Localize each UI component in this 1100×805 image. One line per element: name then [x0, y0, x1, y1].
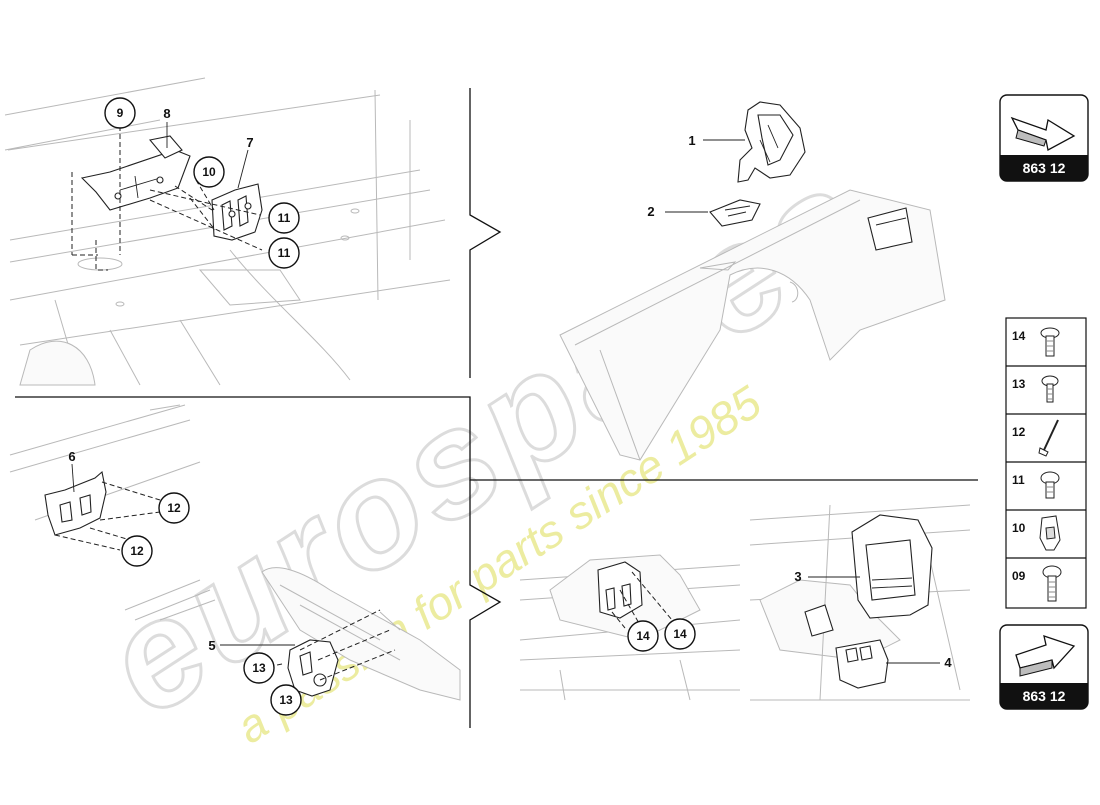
arrow-forward-icon: [1015, 635, 1076, 677]
callout-4-label: 4: [944, 655, 952, 670]
callout-7-label: 7: [246, 135, 253, 150]
callout-14b: 14: [664, 618, 696, 650]
legend-row-11: 11: [1012, 471, 1060, 499]
callout-11b-label: 11: [278, 246, 291, 260]
legend-number: 10: [1012, 521, 1026, 535]
callout-13b: 13: [270, 684, 302, 716]
legend-number: 14: [1012, 329, 1026, 343]
watermark: eurospares a passion for parts since 198…: [74, 131, 897, 753]
callout-5-label: 5: [208, 638, 215, 653]
bolt-icon: [1042, 565, 1062, 602]
watermark-brand: eurospares: [76, 133, 896, 747]
part-5-latch: [287, 639, 339, 697]
legend-row-14: 14: [1012, 327, 1060, 357]
panel-top-right: 1 2: [559, 101, 946, 461]
callout-14a: 14: [627, 620, 659, 652]
callout-12b-label: 12: [130, 544, 144, 558]
callout-10: 10: [193, 156, 225, 188]
screw-icon: [1041, 375, 1059, 403]
callout-11b: 11: [268, 237, 300, 269]
callout-1-label: 1: [688, 133, 695, 148]
panel-top-left: 9 8 7 10 11 11: [4, 77, 451, 386]
callout-10-label: 10: [202, 165, 216, 179]
legend-number: 09: [1012, 569, 1026, 583]
callout-6-label: 6: [68, 449, 75, 464]
nav-prev-badge[interactable]: 863 12: [999, 94, 1089, 182]
legend-row-10: 10: [1012, 515, 1061, 551]
panel-dividers: [15, 88, 978, 728]
part-2-grille: [709, 199, 761, 227]
callout-12a: 12: [158, 492, 190, 524]
callout-9: 9: [104, 97, 136, 129]
part-4-grille: [835, 639, 889, 689]
part-1-duct: [737, 101, 806, 183]
callout-13a-label: 13: [252, 661, 266, 675]
legend-row-13: 13: [1012, 375, 1059, 403]
callout-3-label: 3: [794, 569, 801, 584]
fastener-legend: 14 13 12 11: [1005, 317, 1087, 609]
panel-mid-left: 6 12 12: [9, 404, 201, 567]
clip-nut-icon: [1039, 515, 1061, 551]
callout-9-label: 9: [117, 106, 124, 120]
part-7-latch: [211, 183, 263, 241]
legend-number: 13: [1012, 377, 1026, 391]
part-3-duct: [851, 514, 933, 619]
callout-12a-label: 12: [167, 501, 181, 515]
screw-flanged-icon: [1040, 327, 1060, 357]
callout-13a: 13: [243, 652, 275, 684]
arrow-back-icon: [1010, 116, 1076, 151]
callout-13b-label: 13: [279, 693, 293, 707]
nav-next-badge[interactable]: 863 12: [999, 624, 1089, 710]
part-8-bracket: [80, 135, 191, 211]
callout-14a-label: 14: [636, 629, 650, 643]
callout-11a-label: 11: [278, 211, 291, 225]
legend-number: 12: [1012, 425, 1026, 439]
nav-prev-code: 863 12: [1023, 160, 1066, 176]
bolt-flanged-icon: [1040, 471, 1060, 499]
legend-row-12: 12: [1012, 419, 1059, 457]
panel-bottom-right: 3 4: [749, 504, 971, 701]
part-6-bracket: [44, 470, 107, 536]
callout-8-label: 8: [163, 106, 170, 121]
callout-2-label: 2: [647, 204, 654, 219]
rivet-icon: [1038, 419, 1059, 457]
callout-14b-label: 14: [673, 627, 687, 641]
nav-next-code: 863 12: [1023, 688, 1066, 704]
callout-12b: 12: [121, 535, 153, 567]
panel-bottom-mid: 14 14: [519, 554, 741, 701]
panel-bottom-left: 5 13 13: [124, 567, 461, 716]
legend-row-09: 09: [1012, 565, 1062, 602]
legend-number: 11: [1012, 473, 1025, 487]
callout-11a: 11: [268, 202, 300, 234]
